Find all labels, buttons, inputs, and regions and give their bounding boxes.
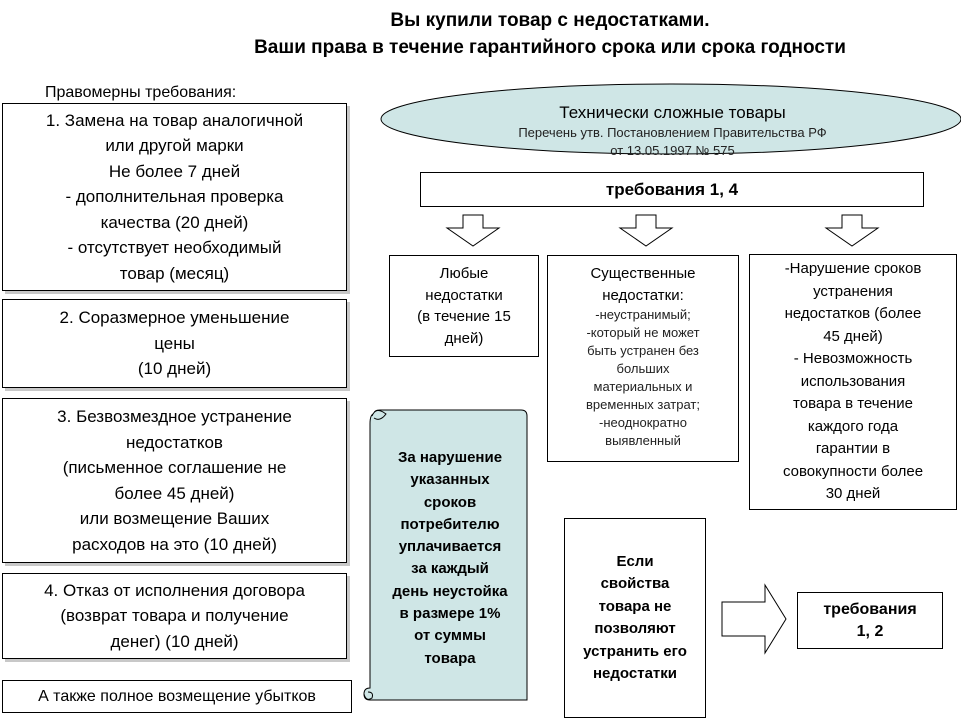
requirement-box-1: 1. Замена на товар аналогичной или друго… xyxy=(2,103,347,291)
scroll-bottom-curl xyxy=(363,691,373,700)
significant-item: материальных и xyxy=(593,379,693,394)
req4-line: 4. Отказ от исполнения договора xyxy=(44,580,305,600)
req2-line: (10 дней) xyxy=(137,359,212,379)
if-line: свойства xyxy=(600,575,670,592)
req3-line: или возмещение Ваших xyxy=(79,509,270,528)
significant-item: быть устранен без xyxy=(587,343,699,358)
if-line: недостатки xyxy=(593,665,677,682)
penalty-line: в размере 1% xyxy=(399,605,501,623)
penalty-line: За нарушение xyxy=(397,449,503,466)
penalty-text: За нарушение указанных сроков потребител… xyxy=(375,447,525,670)
requirements-bottom-line: требования xyxy=(823,600,917,618)
page-subtitle: Ваши права в течение гарантийного срока … xyxy=(150,35,950,61)
penalty-line: товара xyxy=(424,649,476,667)
tech-goods-sub1: Перечень утв. Постановлением Правительст… xyxy=(518,125,827,140)
req3-line: (письменное соглашение не xyxy=(62,458,287,477)
title-line-2: Ваши права в течение гарантийного срока … xyxy=(254,37,846,58)
significant-item: выявленный xyxy=(605,433,681,448)
violation-line: недостатков (более xyxy=(784,305,922,323)
req4-line: денег) (10 дней) xyxy=(110,631,239,651)
any-defects-line: недостатки xyxy=(425,286,503,304)
down-arrow-3 xyxy=(824,214,880,247)
req1-line: 1. Замена на товар аналогичной xyxy=(45,110,304,130)
down-arrow-2 xyxy=(618,214,674,247)
if-properties-box: Если свойства товара не позволяют устран… xyxy=(564,518,706,718)
significant-title-line: недостатки: xyxy=(602,286,684,304)
req1-line: качества (20 дней) xyxy=(100,212,249,232)
left-header-text: Правомерны требования: xyxy=(45,84,237,101)
violation-line: 45 дней) xyxy=(823,327,883,345)
violation-line: -Нарушение сроков xyxy=(784,260,922,278)
req4-line: (возврат товара и получение xyxy=(60,606,289,626)
title-line-1: Вы купили товар с недостатками. xyxy=(390,10,710,31)
requirements-bottom-box: требования 1, 2 xyxy=(797,592,943,649)
significant-item: -который не может xyxy=(586,325,700,340)
req3-line: недостатков xyxy=(126,432,223,452)
requirements-top-box: требования 1, 4 xyxy=(420,172,924,207)
down-arrow-1 xyxy=(445,214,501,247)
page-title: Вы купили товар с недостатками. xyxy=(190,8,910,34)
left-header: Правомерны требования: xyxy=(45,82,236,104)
tech-goods-sub2: от 13.05.1997 № 575 xyxy=(610,143,735,158)
any-defects-line: Любые xyxy=(439,265,489,282)
scroll-top-curl xyxy=(371,410,387,420)
violation-line: устранения xyxy=(813,282,893,300)
requirement-box-4: 4. Отказ от исполнения договора (возврат… xyxy=(2,573,347,659)
penalty-line: указанных xyxy=(410,471,490,489)
any-defects-line: дней) xyxy=(444,329,484,347)
penalty-line: от суммы xyxy=(414,627,486,645)
req3-line: более 45 дней) xyxy=(114,483,235,503)
significant-item: временных затрат; xyxy=(586,397,700,412)
any-defects-line: (в течение 15 xyxy=(417,308,511,325)
requirement-box-3: 3. Безвозмездное устранение недостатков … xyxy=(2,398,347,563)
requirements-bottom-line: 1, 2 xyxy=(856,622,884,640)
penalty-line: потребителю xyxy=(400,515,500,533)
violation-line: товара в течение xyxy=(793,395,913,413)
significant-item: -неоднократно xyxy=(599,415,687,430)
violation-line: - Невозможность xyxy=(793,350,913,368)
req1-line: или другой марки xyxy=(105,136,244,156)
violation-box: -Нарушение сроков устранения недостатков… xyxy=(749,254,957,510)
if-line: Если xyxy=(616,552,654,570)
significant-item: -неустранимый; xyxy=(595,307,691,322)
penalty-line: день неустойка xyxy=(392,582,508,600)
violation-line: гарантии в xyxy=(815,440,891,458)
significant-defects-box: Существенные недостатки: -неустранимый; … xyxy=(547,255,739,462)
tech-goods-text: Технически сложные товары Перечень утв. … xyxy=(385,102,960,160)
req1-line: Не более 7 дней xyxy=(108,161,241,181)
penalty-line: сроков xyxy=(423,493,477,511)
violation-line: 30 дней xyxy=(825,485,881,503)
req1-line: - дополнительная проверка xyxy=(65,187,284,207)
if-line: товара не xyxy=(598,597,672,615)
req3-line: 3. Безвозмездное устранение xyxy=(57,407,292,426)
penalty-line: уплачивается xyxy=(398,538,502,556)
significant-item: больших xyxy=(616,361,670,376)
requirement-box-2: 2. Соразмерное уменьшение цены (10 дней) xyxy=(2,299,347,388)
req2-line: цены xyxy=(154,333,195,353)
violation-line: использования xyxy=(800,372,906,390)
req1-line: товар (месяц) xyxy=(119,263,230,283)
significant-title-line: Существенные xyxy=(590,265,696,282)
req3-line: расходов на это (10 дней) xyxy=(72,534,277,554)
any-defects-box: Любые недостатки (в течение 15 дней) xyxy=(389,255,539,357)
damages-text: А также полное возмещение убытков xyxy=(38,687,316,705)
requirements-top-text: требования 1, 4 xyxy=(605,179,739,199)
req1-line: - отсутствует необходимый xyxy=(67,238,282,258)
damages-box: А также полное возмещение убытков xyxy=(2,680,352,713)
right-arrow-shape xyxy=(721,583,787,655)
if-line: устранить его xyxy=(583,642,687,660)
if-line: позволяют xyxy=(594,620,676,637)
req2-line: 2. Соразмерное уменьшение xyxy=(59,308,290,328)
violation-line: каждого года xyxy=(807,417,899,435)
tech-goods-title: Технически сложные товары xyxy=(559,103,786,122)
penalty-line: за каждый xyxy=(411,560,489,578)
violation-line: совокупности более xyxy=(782,462,924,480)
